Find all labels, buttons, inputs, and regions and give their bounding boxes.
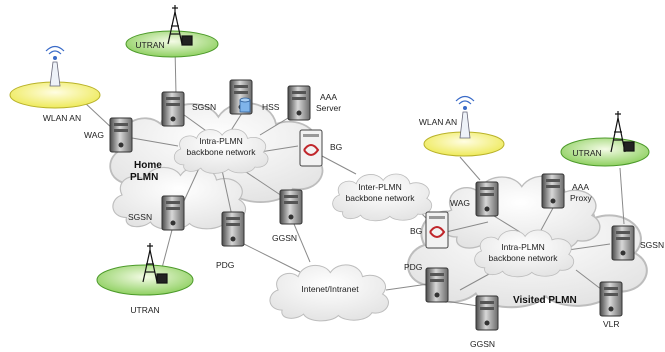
server-aaa: AAA Server [287, 85, 341, 121]
ggsn-visited-label: GGSN [470, 339, 495, 349]
utran-bottom-label: UTRAN [130, 305, 159, 315]
cell-tower-icon [610, 111, 635, 153]
server-sgsn-home-top: SGSN [161, 91, 216, 127]
inter-backbone-label-1: Inter-PLMN [358, 182, 401, 192]
server-wag-visited: WAG [450, 181, 499, 217]
utran-top-label: UTRAN [135, 40, 164, 50]
sgsn-visited-label: SGSN [640, 240, 664, 250]
server-icon [161, 91, 185, 127]
cell-tower-icon [167, 5, 193, 46]
home-plmn-label-2: PLMN [130, 172, 158, 183]
server-vlr: VLR [599, 281, 623, 329]
server-icon [221, 211, 245, 247]
visited-plmn-label: Visited PLMN [513, 295, 577, 306]
server-hss: HSS [229, 79, 280, 115]
aaa-proxy-label-2: Proxy [570, 193, 592, 203]
pdg-home-label: PDG [216, 260, 234, 270]
server-ggsn-home: GGSN [272, 189, 303, 243]
aaa-proxy-label-1: AAA [572, 182, 589, 192]
sgsn-home-bottom-label: SGSN [128, 212, 152, 222]
wag-home-label: WAG [84, 130, 104, 140]
ggsn-home-label: GGSN [272, 233, 297, 243]
home-backbone-label-1: Intra-PLMN [199, 136, 242, 146]
aaa-server-label-2: Server [316, 103, 341, 113]
inter-plmn-backbone-cloud: Inter-PLMN backbone network [332, 173, 433, 222]
visited-backbone-cloud: Intra-PLMN backbone network [474, 229, 575, 278]
database-icon [239, 97, 251, 113]
server-sgsn-visited: SGSN [611, 225, 664, 261]
wag-visited-label: WAG [450, 198, 470, 208]
server-ggsn-visited: GGSN [470, 295, 499, 349]
server-wag-home: WAG [84, 117, 133, 153]
home-backbone-cloud: Intra-PLMN backbone network [173, 128, 269, 174]
hss-label: HSS [262, 102, 280, 112]
server-icon [599, 281, 623, 317]
server-pdg-visited: PDG [404, 262, 449, 303]
wifi-antenna-icon [455, 95, 475, 139]
visited-backbone-label-2: backbone network [489, 253, 559, 263]
server-icon [109, 117, 133, 153]
sgsn-home-top-label: SGSN [192, 102, 216, 112]
internet-label: Intenet/Intranet [301, 284, 359, 294]
server-icon [611, 225, 635, 261]
home-backbone-label-2: backbone network [187, 147, 257, 157]
server-pdg-home: PDG [216, 211, 245, 270]
wlan-home-label: WLAN AN [43, 113, 81, 123]
gateway-icon [299, 129, 323, 167]
utran-bottom: UTRAN [96, 243, 194, 315]
wlan-visited: WLAN AN [419, 95, 505, 157]
server-icon [541, 173, 565, 209]
gateway-icon [425, 211, 449, 249]
vlr-label: VLR [603, 319, 620, 329]
wlan-home: WLAN AN [9, 45, 101, 123]
utran-top: UTRAN [125, 5, 219, 58]
server-icon [425, 267, 449, 303]
server-icon [287, 85, 311, 121]
bg-home-label: BG [330, 142, 342, 152]
bg-visited-label: BG [410, 226, 422, 236]
server-aaa-proxy: AAA Proxy [541, 173, 592, 209]
connection-lines [83, 47, 625, 307]
cell-tower-icon [142, 243, 168, 284]
aaa-server-label-1: AAA [320, 92, 337, 102]
internet-cloud: Intenet/Intranet [269, 264, 390, 322]
wifi-antenna-icon [45, 45, 65, 87]
utran-right-label: UTRAN [572, 148, 601, 158]
server-icon [279, 189, 303, 225]
wlan-visited-label: WLAN AN [419, 117, 457, 127]
utran-right: UTRAN [560, 111, 650, 167]
inter-backbone-label-2: backbone network [346, 193, 416, 203]
server-icon [475, 295, 499, 331]
server-icon [475, 181, 499, 217]
visited-backbone-label-1: Intra-PLMN [501, 242, 544, 252]
server-icon [161, 195, 185, 231]
border-gateway-home: BG [299, 129, 342, 167]
server-sgsn-home-bottom: SGSN [128, 195, 185, 231]
pdg-visited-label: PDG [404, 262, 422, 272]
home-plmn-label-1: Home [134, 160, 162, 171]
border-gateway-visited: BG [410, 211, 449, 249]
